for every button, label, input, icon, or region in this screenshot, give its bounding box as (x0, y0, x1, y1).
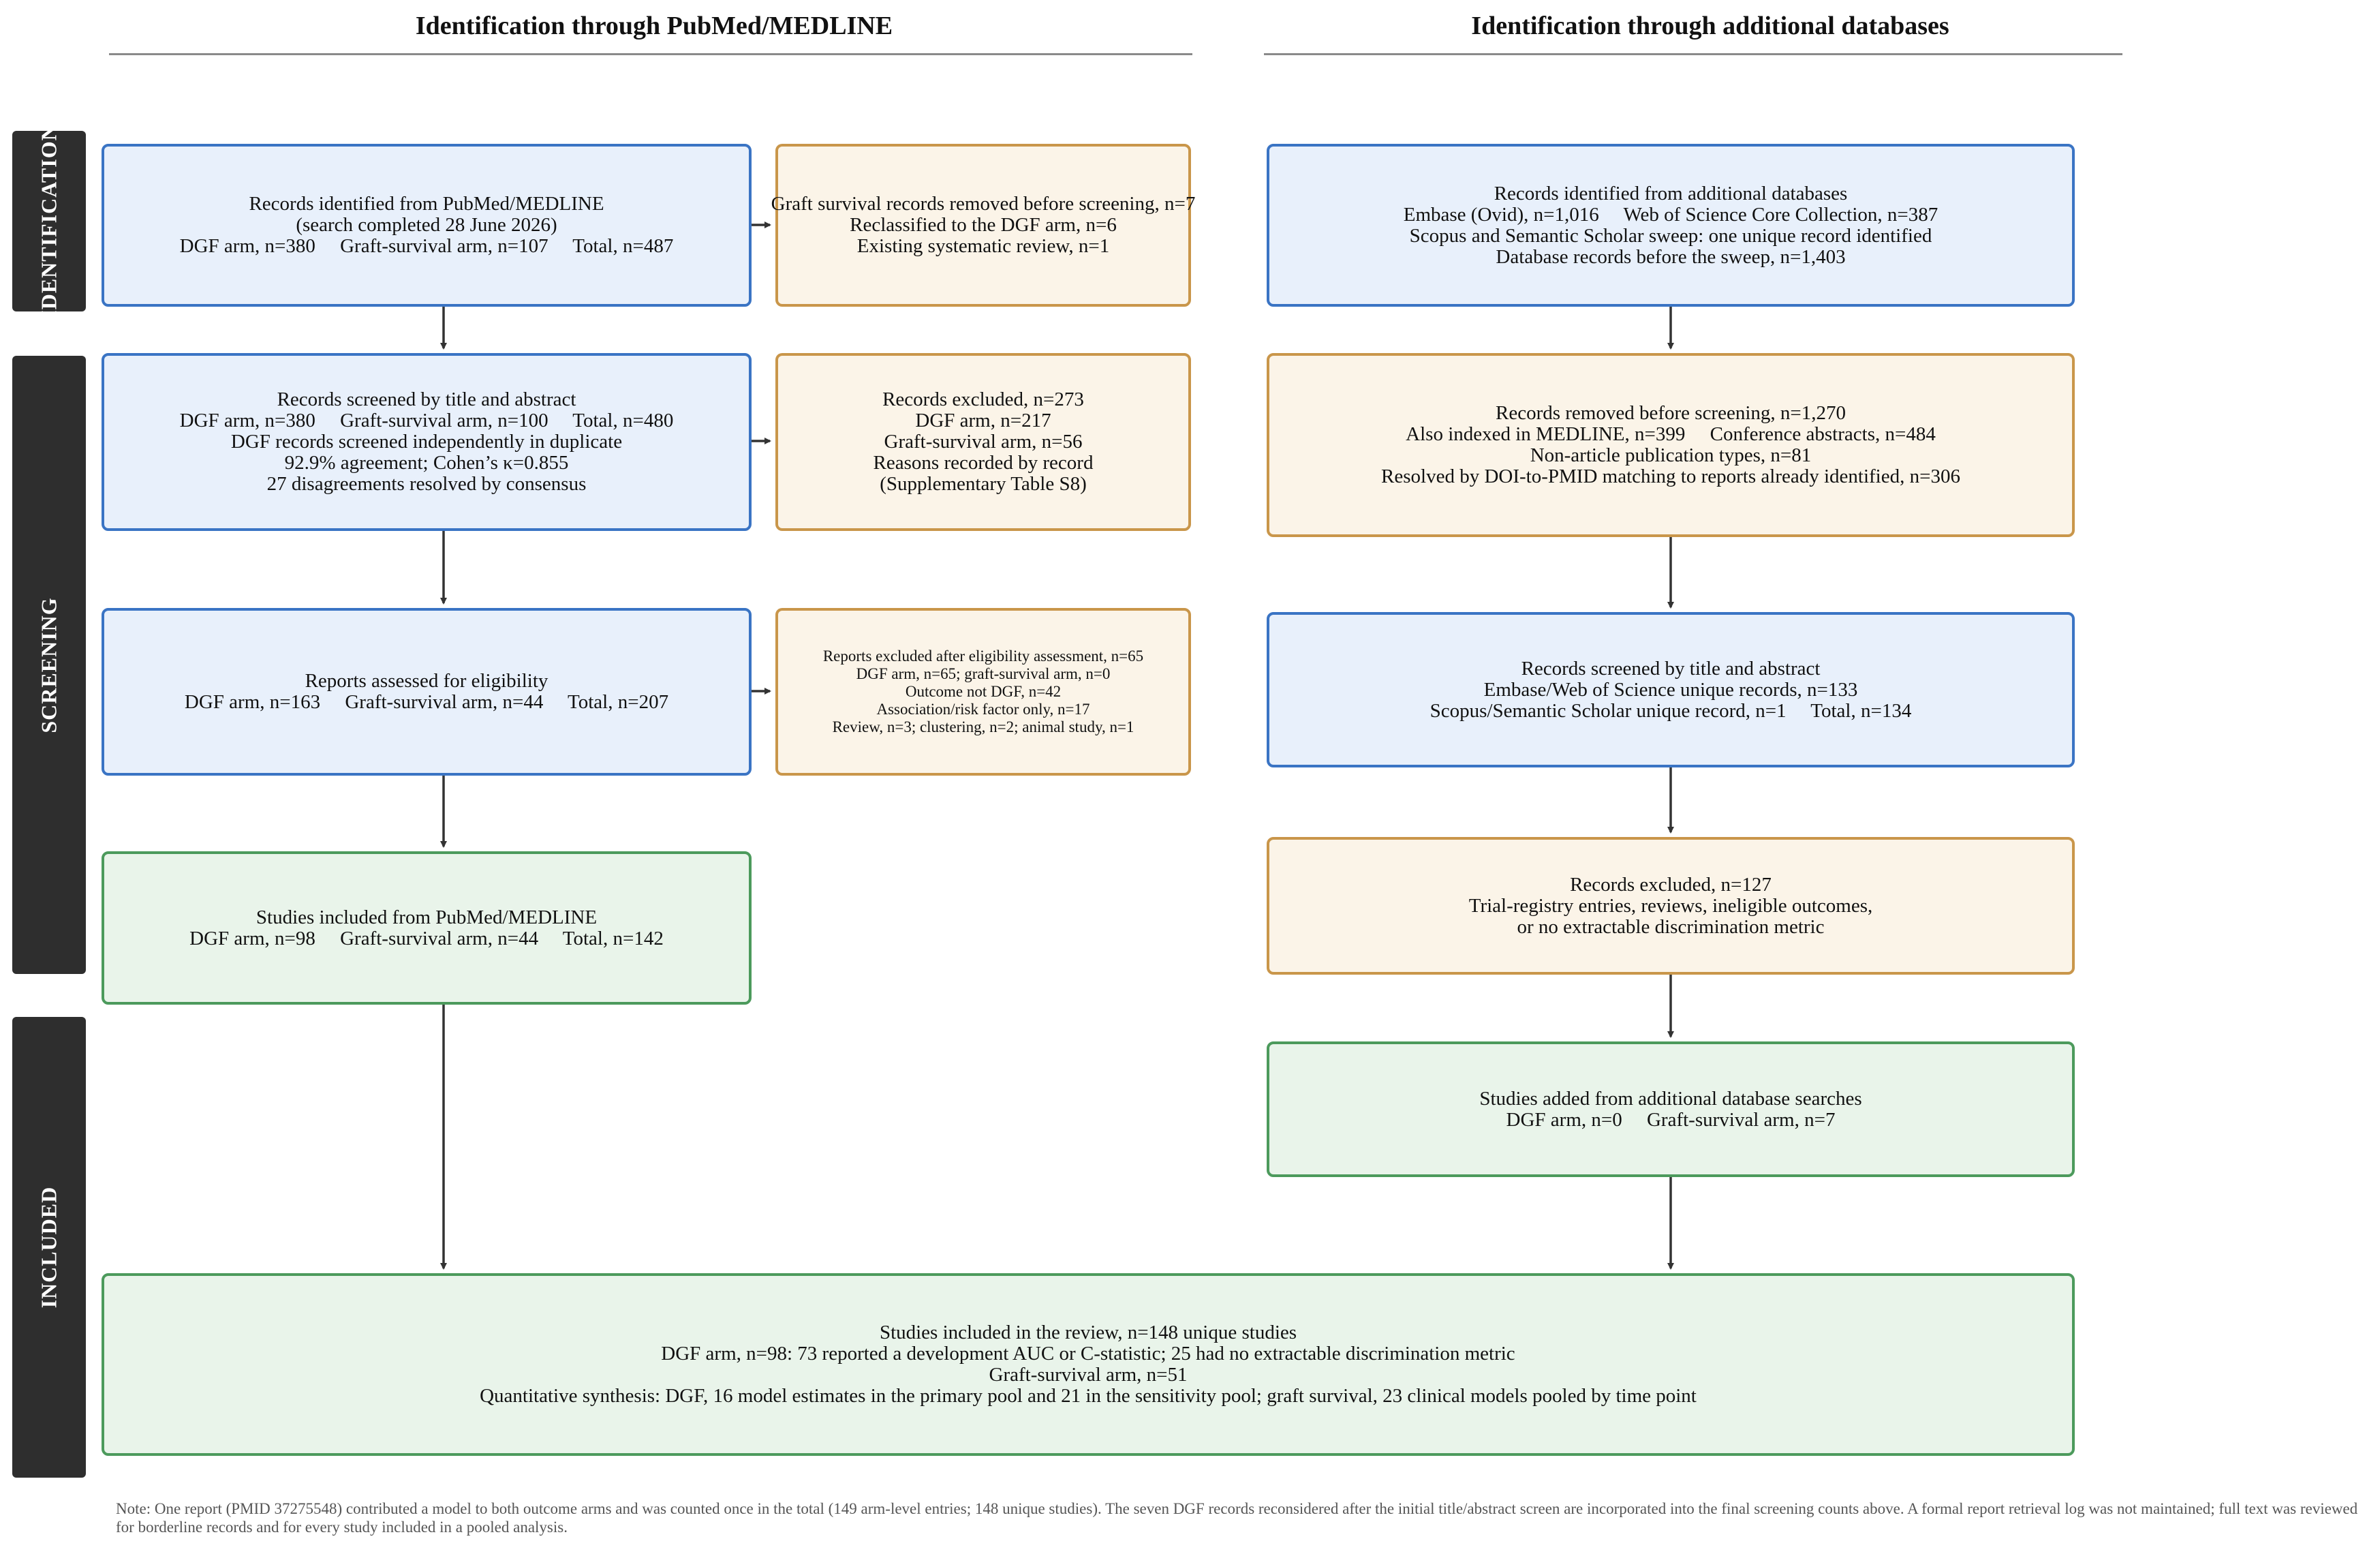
box-line: (Supplementary Table S8) (880, 473, 1087, 495)
box-line: Trial-registry entries, reviews, ineligi… (1468, 894, 1873, 917)
pubmed-removed-box: Graft survival records removed before sc… (771, 144, 1195, 307)
box-line: DGF arm, n=217 (915, 410, 1051, 431)
stage-included: INCLUDED (12, 1017, 86, 1478)
box-line: Scopus/Semantic Scholar unique record, n… (1429, 699, 1912, 722)
box-line: Records removed before screening, n=1,27… (1495, 402, 1846, 424)
right-column-rule (1264, 53, 2122, 55)
box-line: Studies added from additional database s… (1479, 1087, 1862, 1110)
left-column-rule (109, 53, 1192, 55)
box-line: Reclassified to the DGF arm, n=6 (850, 214, 1117, 236)
box-line: 27 disagreements resolved by consensus (266, 473, 587, 495)
pubmed-screened-box: Records screened by title and abstract D… (102, 353, 752, 531)
stage-screening: SCREENING (12, 356, 86, 974)
box-line: DGF arm, n=380 Graft-survival arm, n=107… (179, 235, 674, 257)
box-line: DGF records screened independently in du… (230, 431, 623, 453)
pubmed-identified-box: Records identified from PubMed/MEDLINE (… (102, 144, 752, 307)
additional-excluded-box: Records excluded, n=127 Trial-registry e… (1267, 837, 2075, 975)
box-line: DGF arm, n=163 Graft-survival arm, n=44 … (184, 691, 669, 713)
box-line: Also indexed in MEDLINE, n=399 Conferenc… (1406, 423, 1936, 445)
box-line: Records screened by title and abstract (1521, 657, 1821, 680)
box-line: Reasons recorded by record (873, 452, 1094, 474)
box-line: Studies included from PubMed/MEDLINE (256, 906, 598, 928)
box-line: Records screened by title and abstract (277, 388, 576, 410)
box-line: DGF arm, n=98 Graft-survival arm, n=44 T… (189, 927, 664, 949)
right-column-title: Identification through additional databa… (1471, 12, 1949, 40)
final-included-box: Studies included in the review, n=148 un… (102, 1273, 2075, 1456)
stage-identification: IDENTIFICATION (12, 124, 86, 318)
pubmed-excluded-box: Records excluded, n=273 DGF arm, n=217 G… (775, 353, 1191, 531)
box-line: DGF arm, n=98: 73 reported a development… (661, 1343, 1515, 1365)
pubmed-included-box: Studies included from PubMed/MEDLINE DGF… (102, 851, 752, 1005)
box-line: Records excluded, n=273 (882, 388, 1084, 410)
additional-identified-box: Records identified from additional datab… (1267, 144, 2075, 307)
box-line: Scopus and Semantic Scholar sweep: one u… (1409, 224, 1932, 247)
additional-added-box: Studies added from additional database s… (1267, 1041, 2075, 1177)
box-line: Resolved by DOI-to-PMID matching to repo… (1381, 466, 1960, 487)
box-line: Association/risk factor only, n=17 (876, 701, 1090, 718)
box-line: Non-article publication types, n=81 (1530, 444, 1812, 466)
box-line: DGF arm, n=65; graft-survival arm, n=0 (856, 665, 1111, 682)
box-line: Records excluded, n=127 (1570, 873, 1772, 896)
box-line: Studies included in the review, n=148 un… (879, 1322, 1297, 1343)
box-line: Reports assessed for eligibility (305, 670, 548, 692)
additional-removed-box: Records removed before screening, n=1,27… (1267, 353, 2075, 537)
box-line: Records identified from PubMed/MEDLINE (249, 193, 604, 215)
box-line: Review, n=3; clustering, n=2; animal stu… (832, 718, 1134, 735)
box-line: DGF arm, n=0 Graft-survival arm, n=7 (1506, 1108, 1836, 1131)
box-line: Embase (Ovid), n=1,016 Web of Science Co… (1403, 203, 1938, 226)
box-line: Reports excluded after eligibility asses… (822, 648, 1144, 665)
footnote: Note: One report (PMID 37275548) contrib… (116, 1500, 2358, 1536)
pubmed-excluded-after-box: Reports excluded after eligibility asses… (775, 608, 1191, 776)
box-line: 92.9% agreement; Cohen’s κ=0.855 (284, 452, 569, 474)
box-line: DGF arm, n=380 Graft-survival arm, n=100… (179, 410, 674, 431)
left-column-title: Identification through PubMed/MEDLINE (415, 12, 893, 40)
box-line: (search completed 28 June 2026) (296, 214, 557, 236)
box-line: or no extractable discrimination metric (1517, 915, 1825, 938)
box-line: Records identified from additional datab… (1494, 182, 1848, 204)
box-line: Database records before the sweep, n=1,4… (1496, 245, 1846, 268)
box-line: Existing systematic review, n=1 (856, 235, 1110, 257)
box-line: Graft-survival arm, n=51 (989, 1364, 1188, 1386)
box-line: Graft-survival arm, n=56 (884, 431, 1083, 453)
additional-screened-box: Records screened by title and abstract E… (1267, 612, 2075, 767)
box-line: Quantitative synthesis: DGF, 16 model es… (480, 1385, 1697, 1407)
box-line: Graft survival records removed before sc… (771, 193, 1196, 215)
box-line: Embase/Web of Science unique records, n=… (1483, 678, 1858, 701)
box-line: Outcome not DGF, n=42 (905, 683, 1062, 700)
pubmed-assessed-box: Reports assessed for eligibility DGF arm… (102, 608, 752, 776)
